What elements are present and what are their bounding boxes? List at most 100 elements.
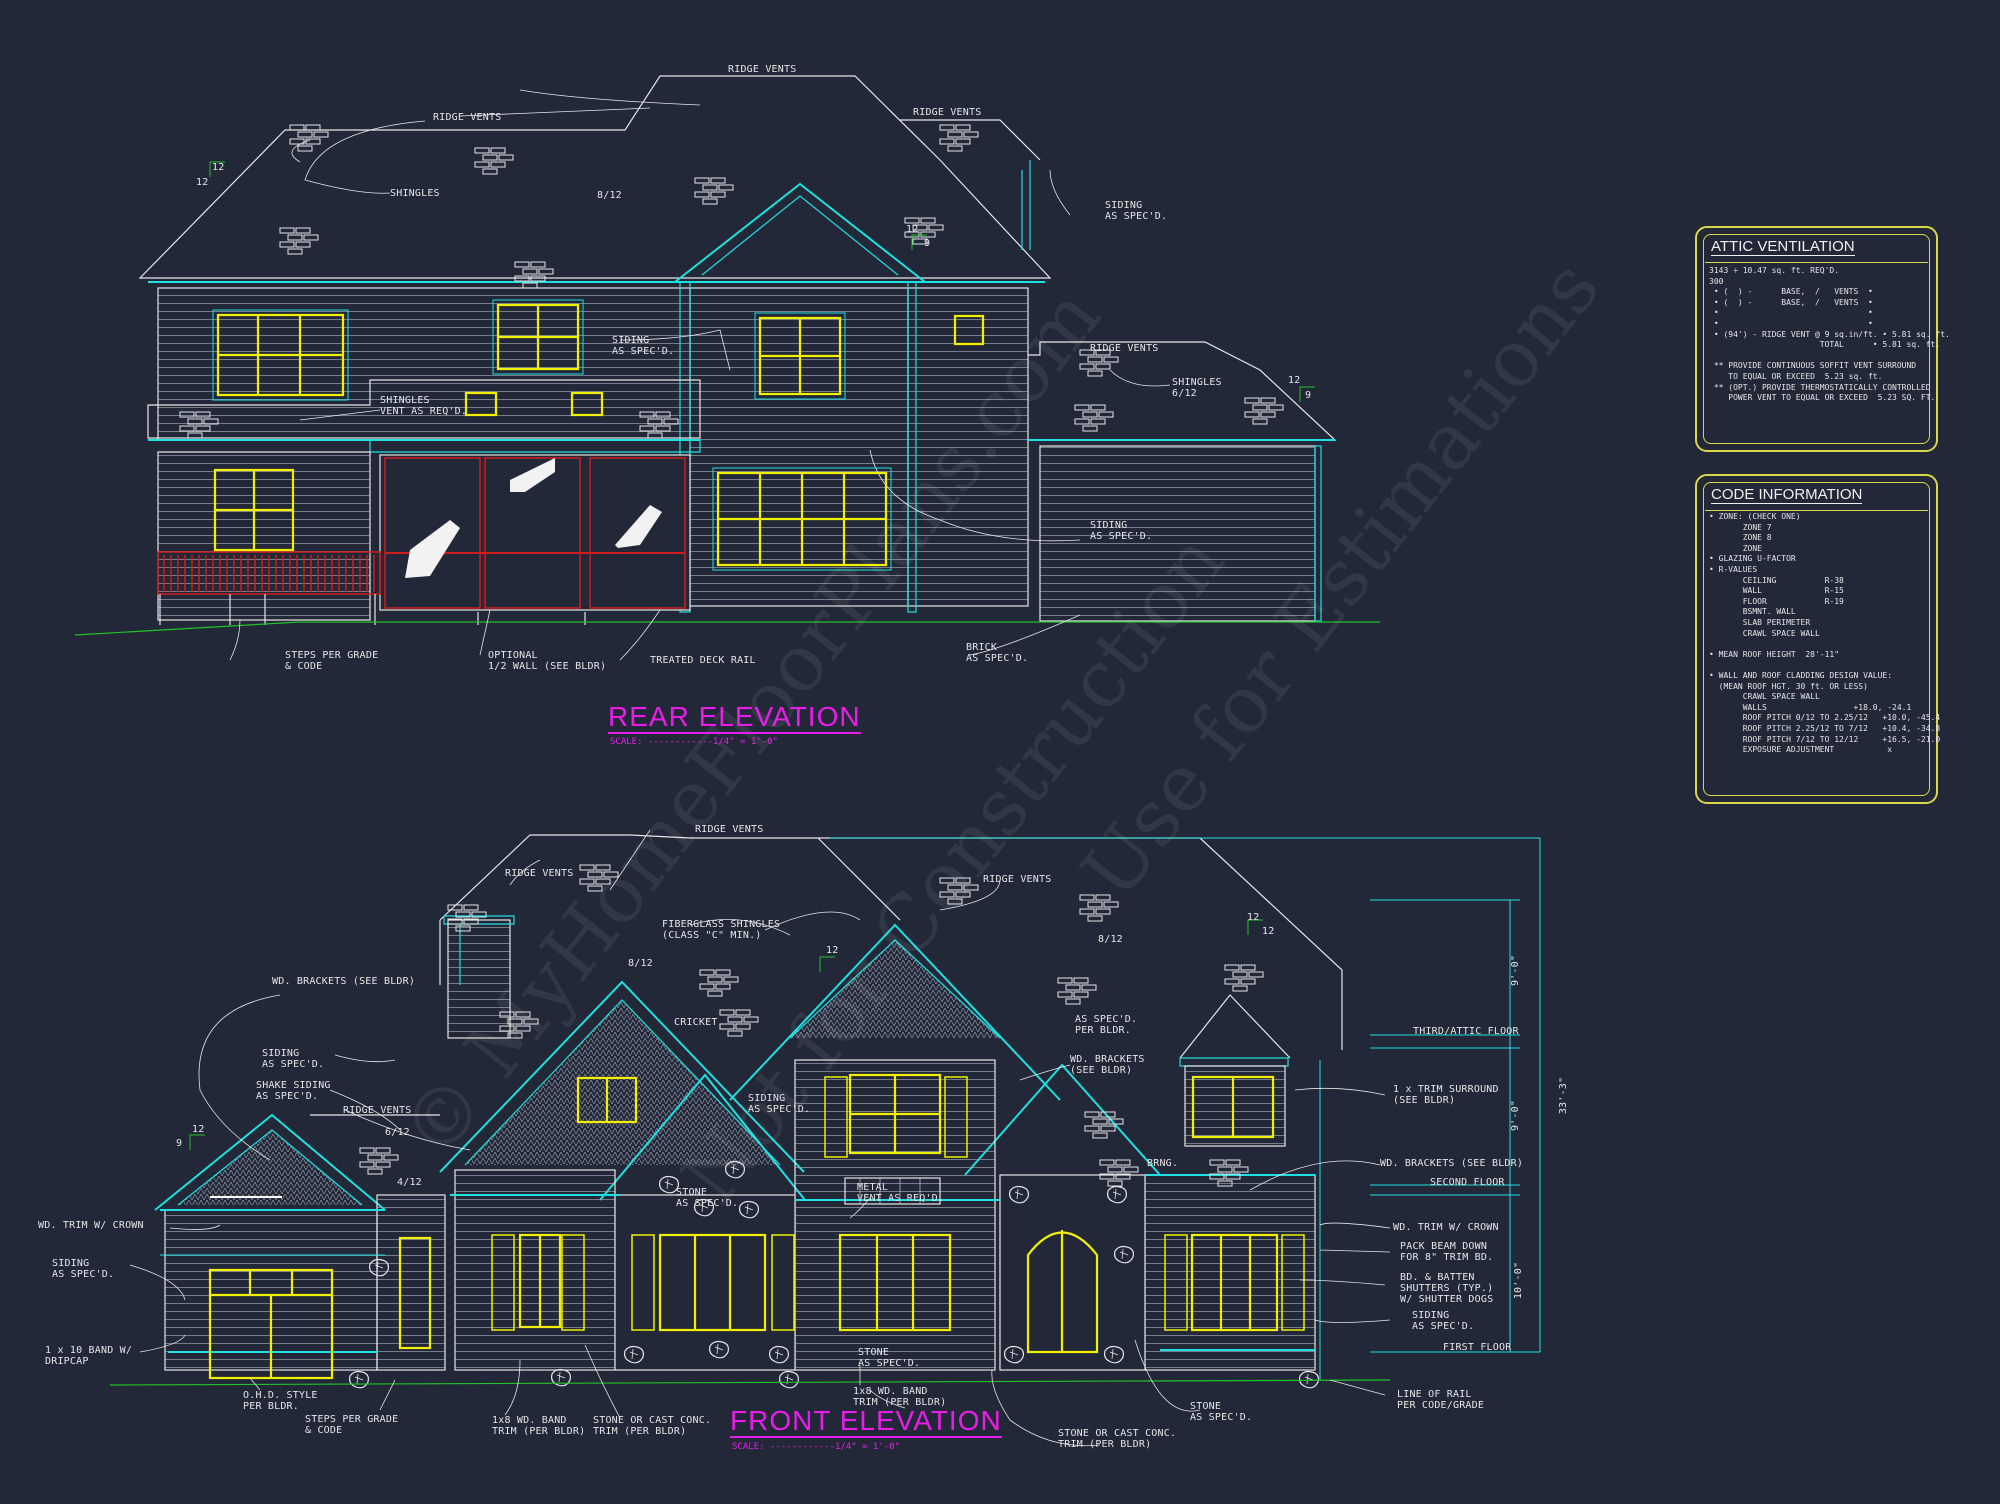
- front-steps-note: STEPS PER GRADE & CODE: [305, 1414, 399, 1436]
- note-line: TO EQUAL OR EXCEED 5.23 sq. ft.: [1709, 372, 1883, 381]
- front-band-trim-b: 1x8 WD. BAND TRIM (PER BLDR): [853, 1386, 947, 1408]
- front-shake-siding: SHAKE SIDING AS SPEC'D.: [256, 1080, 331, 1102]
- rear-main-roof: [138, 75, 1052, 279]
- front-ridge-vents-right: RIDGE VENTS: [983, 874, 1052, 885]
- front-ridge-vents-top: RIDGE VENTS: [695, 824, 764, 835]
- attic-ventilation-title: ATTIC VENTILATION: [1711, 238, 1855, 256]
- front-bearing: BRNG.: [1147, 1158, 1179, 1169]
- note-line: EXPOSURE ADJUSTMENT x: [1709, 745, 1893, 755]
- note-line: ROOF PITCH 2.25/12 TO 7/12 +10.4, -34.8: [1709, 724, 1941, 733]
- rear-shingles-vent: SHINGLES VENT AS REQ'D.: [380, 395, 468, 417]
- first-floor-level: FIRST FLOOR: [1443, 1342, 1512, 1353]
- rear-siding-center: SIDING AS SPEC'D.: [612, 335, 675, 357]
- front-pitch-6-12: 6/12: [385, 1127, 410, 1138]
- rear-elevation-scale: SCALE: ------------1/4" = 1'-0": [610, 737, 778, 747]
- rear-brick-note: BRICK AS SPEC'D.: [966, 642, 1029, 664]
- front-pitch-marker: 12: [826, 945, 839, 956]
- front-band-trim-a: 1x8 WD. BAND TRIM (PER BLDR): [492, 1415, 586, 1437]
- front-main-roof: [439, 834, 1343, 1050]
- note-line: • •: [1709, 319, 1873, 328]
- front-pack-beam: PACK BEAM DOWN FOR 8" TRIM BD.: [1400, 1241, 1494, 1263]
- note-line: CRAWL SPACE WALL: [1709, 692, 1820, 702]
- note-line: ** PROVIDE CONTINUOUS SOFFIT VENT SURROU…: [1709, 361, 1917, 371]
- rear-ridge-vents-left: RIDGE VENTS: [433, 112, 502, 123]
- front-ridge-vents-garage: RIDGE VENTS: [343, 1105, 412, 1116]
- rear-ridge-vents-garage: RIDGE VENTS: [1090, 343, 1159, 354]
- front-pitch-8-12: 8/12: [1098, 934, 1123, 945]
- note-line: POWER VENT TO EQUAL OR EXCEED 5.23 SQ. F…: [1709, 393, 1936, 403]
- front-trim-crown-left: WD. TRIM W/ CROWN: [38, 1220, 144, 1231]
- note-line: FLOOR R-19: [1709, 596, 1844, 606]
- front-pitch-marker: 12: [192, 1124, 205, 1135]
- rear-siding-garage: SIDING AS SPEC'D.: [1090, 520, 1153, 542]
- front-trim-crown-right: WD. TRIM W/ CROWN: [1393, 1222, 1499, 1233]
- note-line: • ( ) - BASE, / VENTS •: [1709, 297, 1873, 307]
- front-band-dripcap: 1 x 10 BAND W/ DRIPCAP: [45, 1345, 133, 1367]
- front-ridge-vents-left: RIDGE VENTS: [505, 868, 574, 879]
- front-line-of-rail: LINE OF RAIL PER CODE/GRADE: [1397, 1389, 1485, 1411]
- note-line: • (94') - RIDGE VENT @ 9 sq.in/ft. • 5.8…: [1709, 329, 1950, 339]
- note-line: 3143 ÷ 10.47 sq. ft. REQ'D.: [1709, 266, 1840, 275]
- panel-inner-border: [1703, 482, 1930, 796]
- note-line: • GLAZING U-FACTOR: [1709, 554, 1796, 564]
- front-pitch-4-12: 4/12: [397, 1177, 422, 1188]
- front-siding-garage: SIDING AS SPEC'D.: [52, 1258, 115, 1280]
- front-brackets-left: WD. BRACKETS (SEE BLDR): [272, 976, 416, 987]
- rear-windows: [213, 303, 985, 567]
- note-line: ZONE: [1709, 543, 1762, 553]
- front-brackets-mid: WD. BRACKETS (SEE BLDR): [1070, 1054, 1145, 1076]
- front-stone-a: STONE AS SPEC'D.: [676, 1187, 739, 1209]
- note-line: ROOF PITCH 7/12 TO 12/12 +16.5, -21.0: [1709, 734, 1941, 744]
- rear-ridge-vents-right: RIDGE VENTS: [913, 107, 982, 118]
- panel-inner-border: [1703, 234, 1930, 444]
- rear-steps-note: STEPS PER GRADE & CODE: [285, 650, 379, 672]
- front-pitch-8-12: 8/12: [628, 958, 653, 969]
- front-trim-surround: 1 x TRIM SURROUND (SEE BLDR): [1393, 1084, 1499, 1106]
- rear-ridge-vents-top: RIDGE VENTS: [728, 64, 797, 75]
- front-stone-b: STONE AS SPEC'D.: [858, 1347, 921, 1369]
- note-line: 300: [1709, 276, 1724, 286]
- panel-divider: [1705, 262, 1928, 263]
- front-elevation-scale: SCALE: ------------1/4" = 1'-0": [732, 1442, 900, 1452]
- front-brackets-right: WD. BRACKETS (SEE BLDR): [1380, 1158, 1524, 1169]
- note-line: (MEAN ROOF HGT. 30 ft. OR LESS): [1709, 681, 1868, 691]
- front-stone-cast-a: STONE OR CAST CONC. TRIM (PER BLDR): [593, 1415, 712, 1437]
- note-line: WALL R-15: [1709, 586, 1844, 596]
- front-windows: [208, 1073, 1279, 1380]
- note-line: • R-VALUES: [1709, 565, 1758, 574]
- note-line: ** (OPT.) PROVIDE THERMOSTATICALLY CONTR…: [1709, 382, 1931, 392]
- dimension-total: 33'-3": [1558, 1076, 1570, 1115]
- note-line: BSMNT. WALL: [1709, 607, 1796, 617]
- rear-pitch-marker: 12: [212, 162, 225, 173]
- rear-pitch-marker: 9: [924, 238, 931, 249]
- front-stone-c: STONE AS SPEC'D.: [1190, 1401, 1253, 1423]
- note-line: ROOF PITCH 0/12 TO 2.25/12 +10.0, -45.4: [1709, 713, 1941, 723]
- code-information-title: CODE INFORMATION: [1711, 486, 1863, 504]
- front-elevation: [109, 829, 1541, 1447]
- front-ohd-note: O.H.D. STYLE PER BLDR.: [243, 1390, 318, 1412]
- second-floor-level: SECOND FLOOR: [1430, 1177, 1505, 1188]
- rear-optional-wall-note: OPTIONAL 1/2 WALL (SEE BLDR): [488, 650, 607, 672]
- note-line: • ( ) - BASE, / VENTS •: [1709, 287, 1873, 297]
- note-line: CEILING R-38: [1709, 575, 1844, 585]
- rear-pitch-marker: 12: [196, 177, 209, 188]
- rear-pitch-marker: 9: [1305, 390, 1312, 401]
- front-elevation-title: FRONT ELEVATION: [730, 1405, 1002, 1438]
- attic-ventilation-panel: ATTIC VENTILATION 3143 ÷ 10.47 sq. ft. R…: [1695, 226, 1950, 452]
- rear-pitch-marker: 12: [906, 224, 919, 235]
- rear-pitch-marker: 12: [1288, 375, 1301, 386]
- note-line: CRAWL SPACE WALL: [1709, 628, 1820, 638]
- rear-deck-rail-note: TREATED DECK RAIL: [650, 655, 756, 666]
- dimension-second: 9'-0": [1510, 1099, 1522, 1132]
- front-as-spec-bldr: AS SPEC'D. PER BLDR.: [1075, 1014, 1138, 1036]
- front-siding-right: SIDING AS SPEC'D.: [1412, 1310, 1475, 1332]
- front-cricket: CRICKET: [674, 1017, 718, 1028]
- code-information-panel: CODE INFORMATION • ZONE: (CHECK ONE) ZON…: [1695, 474, 1941, 804]
- front-fiberglass-shingles: FIBERGLASS SHINGLES (CLASS "C" MIN.): [662, 919, 781, 941]
- shutters: [491, 1076, 1305, 1331]
- note-line: ZONE 7: [1709, 522, 1772, 532]
- note-line: • ZONE: (CHECK ONE): [1709, 512, 1801, 521]
- note-line: WALLS +18.0, -24.1: [1709, 702, 1912, 712]
